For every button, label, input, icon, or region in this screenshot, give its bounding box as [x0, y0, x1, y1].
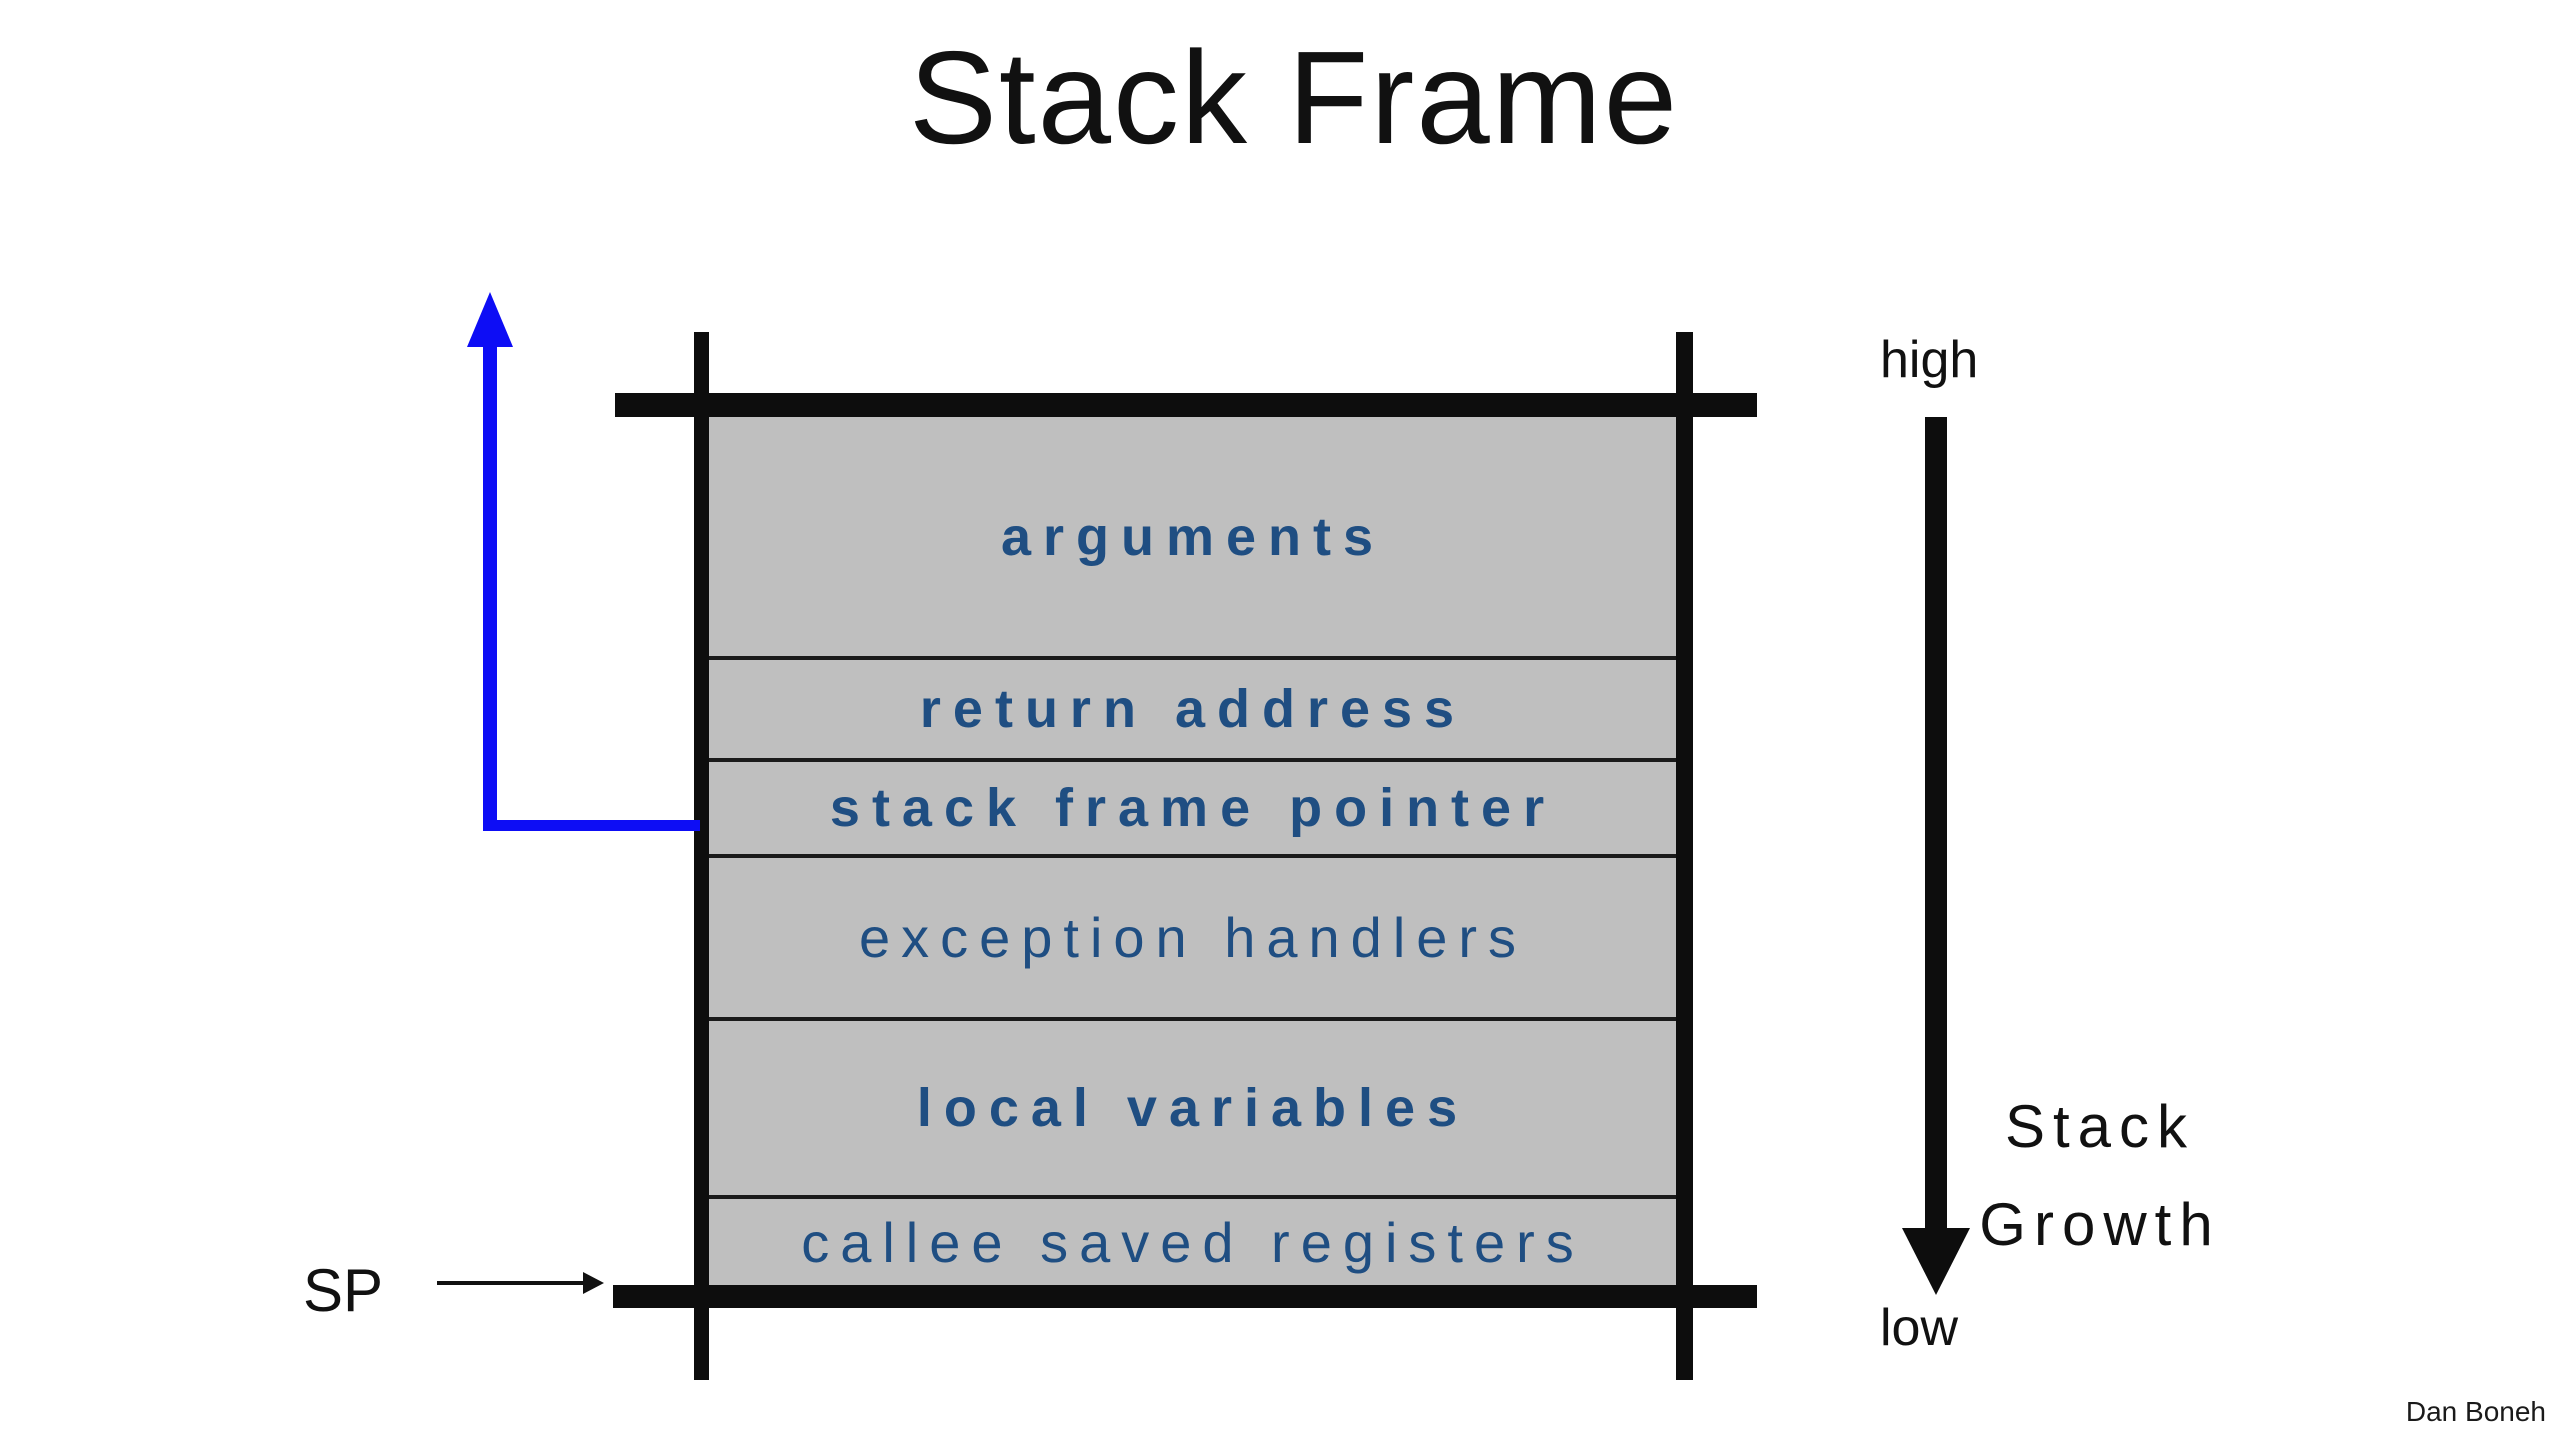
stack-row-label: arguments [1000, 506, 1386, 567]
stack-frame-box: arguments return address stack frame poi… [706, 417, 1680, 1285]
frame-pointer-arrow-vertical-shaft [483, 344, 497, 831]
stack-bottom-boundary-line [613, 1285, 1757, 1308]
stack-right-edge-line [1676, 332, 1693, 1380]
stack-top-boundary-line [615, 393, 1757, 417]
stack-row-callee-saved-registers: callee saved registers [706, 1199, 1680, 1285]
sp-pointer-arrow-shaft [437, 1281, 587, 1285]
label-stack-growth: Stack Growth [1940, 1078, 2260, 1274]
stack-row-label: stack frame pointer [829, 778, 1557, 838]
attribution: Dan Boneh [2405, 1396, 2546, 1427]
stack-growth-arrow-shaft [1925, 417, 1947, 1228]
stack-row-local-variables: local variables [706, 1021, 1680, 1199]
stack-row-label: return address [919, 679, 1467, 739]
arrow-up-icon [467, 292, 513, 347]
arrow-right-icon [583, 1272, 604, 1294]
stack-row-return-address: return address [706, 660, 1680, 762]
stack-row-exception-handlers: exception handlers [706, 858, 1680, 1021]
label-high-address: high [1880, 331, 1979, 389]
frame-pointer-arrow-horizontal-shaft [483, 820, 700, 831]
stack-row-label: callee saved registers [801, 1210, 1585, 1274]
stack-row-arguments: arguments [706, 417, 1680, 660]
page-title: Stack Frame [908, 24, 1680, 171]
stack-row-label: local variables [916, 1078, 1470, 1138]
stack-growth-line1: Stack [2004, 1093, 2196, 1160]
stack-row-stack-frame-pointer: stack frame pointer [706, 762, 1680, 858]
arrow-down-icon [1902, 1228, 1970, 1295]
stack-left-edge-line [694, 332, 709, 1380]
label-low-address: low [1880, 1299, 1959, 1357]
stack-growth-line2: Growth [1979, 1191, 2221, 1258]
stack-row-label: exception handlers [858, 906, 1528, 969]
label-stack-pointer: SP [303, 1257, 384, 1324]
